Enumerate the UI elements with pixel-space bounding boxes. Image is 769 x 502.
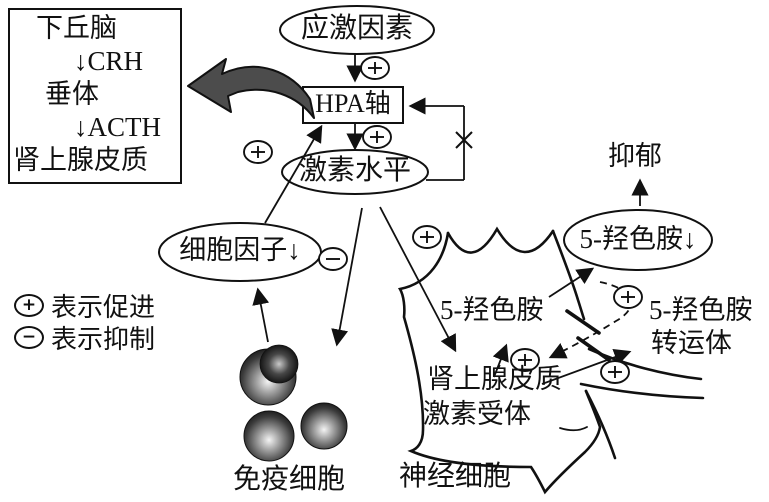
big-curved-arrow	[187, 58, 315, 119]
membrane-slit-tick-2	[576, 336, 611, 362]
box-line-acth: ↓ACTH	[74, 112, 161, 142]
neuron-label: 神经细胞	[399, 461, 512, 492]
neuron-cell-outline	[397, 226, 705, 495]
plus-stress-to-hpa-icon	[360, 56, 390, 80]
immune-cells-group	[239, 344, 348, 462]
transporter-label-line1: 5-羟色胺	[649, 295, 753, 325]
arrow-cell-to-serotonin-low	[548, 267, 595, 298]
arrow-receptor-to-serotonin	[492, 343, 509, 378]
box-line-pituitary: 垂体	[45, 79, 99, 109]
legend-promote: + 表示促进	[14, 287, 155, 324]
neuron-top-scallops	[446, 226, 555, 254]
arrows	[252, 54, 649, 385]
arrow-receptor-to-transporter	[541, 348, 632, 385]
immune-cell	[300, 402, 348, 450]
arrow-hormone-to-immune	[331, 207, 363, 347]
stress-label: 应激因素	[300, 13, 413, 44]
neuron-right-side	[551, 229, 586, 321]
neuron-branch-lower	[579, 382, 705, 400]
legend-inhibit: − 表示抑制	[14, 319, 155, 356]
serotonin-low-label: 5-羟色胺↓	[579, 224, 697, 254]
immune-cell	[239, 344, 299, 406]
minus-hormone-to-immune-icon	[318, 247, 348, 271]
plus-hormone-to-neuron-icon	[412, 225, 442, 249]
plus-cytokine-to-hpa-icon	[243, 140, 273, 164]
neuron-bottom-right-process	[584, 389, 617, 460]
plus-hpa-to-hormone-icon	[362, 125, 392, 149]
feedback-block-x	[455, 131, 473, 149]
receptor-label-line1: 肾上腺皮质	[427, 364, 562, 394]
transporter-label-line2: 转运体	[651, 328, 732, 358]
membrane-slit-tick-1	[565, 309, 601, 335]
arrow-immune-to-cytokine	[252, 287, 270, 343]
hpa-cascade-box: 下丘脑 ↓CRH 垂体 ↓ACTH 肾上腺皮质	[8, 8, 182, 184]
stress-ellipse	[279, 5, 435, 55]
plus-receptor-to-serotonin-icon	[510, 348, 540, 372]
immune-cells-label: 免疫细胞	[233, 464, 346, 495]
box-line-adrenal-cortex: 肾上腺皮质	[13, 145, 148, 175]
box-line-hypothalamus: 下丘脑	[36, 13, 117, 43]
arrow-cytokine-to-hpa	[264, 124, 323, 224]
serotonin-low-ellipse	[563, 209, 713, 271]
dashed-reuptake-arrow	[548, 281, 632, 359]
immune-cell	[243, 410, 295, 462]
plus-reuptake-icon	[613, 285, 643, 309]
neuron-notch	[559, 426, 588, 432]
box-line-crh: ↓CRH	[74, 46, 144, 76]
cytokine-label: 细胞因子↓	[179, 235, 301, 265]
receptor-label-line2: 激素受体	[423, 399, 531, 429]
hormone-level-label: 激素水平	[298, 155, 411, 186]
serotonin-in-cell-label: 5-羟色胺	[440, 295, 544, 325]
plus-icon: +	[14, 294, 44, 317]
sign-markers-group	[243, 56, 643, 384]
plus-transporter-icon	[600, 360, 630, 384]
arrow-hormone-to-receptor	[379, 206, 457, 353]
depression-label: 抑郁	[608, 141, 662, 171]
hpa-axis-label: HPA轴	[315, 89, 391, 118]
neuron-left-side	[397, 231, 602, 495]
minus-icon: −	[14, 326, 44, 349]
legend-inhibit-text: 表示抑制	[51, 325, 156, 354]
legend-promote-text: 表示促进	[51, 293, 156, 322]
